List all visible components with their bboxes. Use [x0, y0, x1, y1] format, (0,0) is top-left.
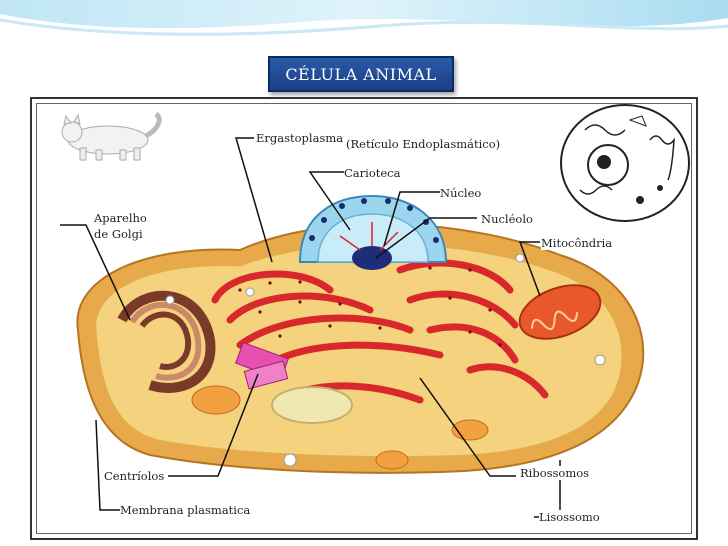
diagram-inner-frame [36, 103, 692, 534]
label-ergastoplasma: Ergastoplasma [256, 131, 344, 145]
label-aparelho-line2: de Golgi [94, 227, 143, 241]
golgi-apparatus [117, 290, 216, 393]
page-title: CÉLULA ANIMAL [285, 64, 437, 84]
label-nucleo: Núcleo [440, 186, 482, 200]
cell-sketch-inset [560, 104, 690, 222]
label-aparelho-line1: Aparelho [94, 211, 147, 225]
label-lisossomo: Lisossomo [539, 510, 600, 524]
title-box: CÉLULA ANIMAL [268, 56, 454, 92]
nucleus [298, 194, 448, 270]
mitochondria [518, 284, 602, 340]
label-centriolos: Centríolos [104, 469, 165, 483]
ribosome-dots [238, 266, 502, 347]
vesicles [165, 253, 606, 467]
cat-illustration [61, 111, 162, 161]
vacuole [271, 386, 353, 424]
label-ribossomos: Ribossomos [520, 466, 590, 480]
label-membrana-plasmatica: Membrana plasmatica [120, 503, 251, 517]
header-wave-decoration [0, 0, 728, 36]
label-nucleolo: Nucléolo [481, 212, 533, 226]
label-mitocondria: Mitocôndria [541, 236, 613, 250]
label-reticulo-endoplasmatico: (Retículo Endoplasmático) [346, 137, 501, 151]
label-carioteca: Carioteca [344, 166, 401, 180]
